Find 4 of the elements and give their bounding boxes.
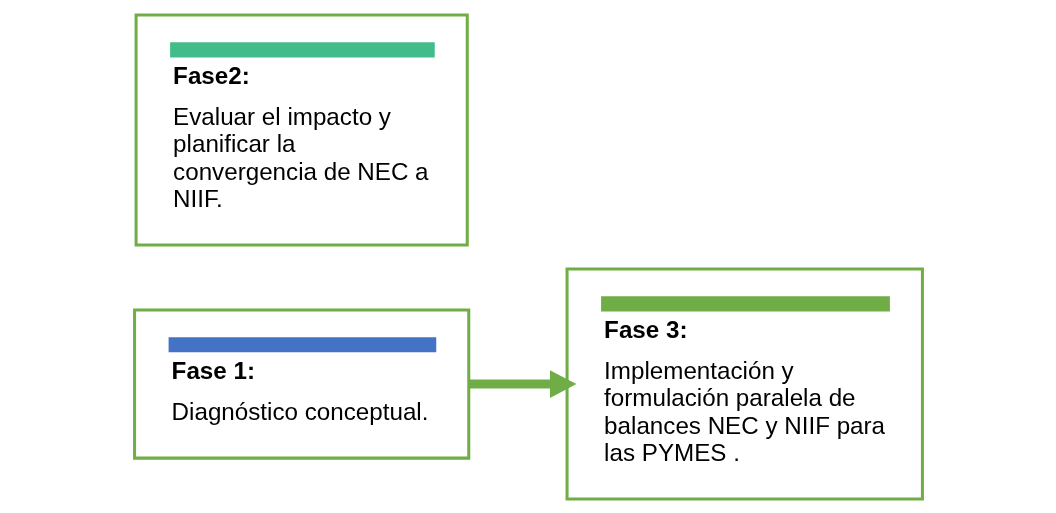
node-box: Fase 1: Diagnóstico conceptual. [132,307,470,460]
node-box: Fase2: Evaluar el impacto y planificar la convergencia de NEC a NIIF. [134,13,469,246]
node-box: Fase 3: Implementación y formulación paralela de balances NEC y NIIF para las PYMES . [565,267,924,500]
arrow [468,369,576,398]
